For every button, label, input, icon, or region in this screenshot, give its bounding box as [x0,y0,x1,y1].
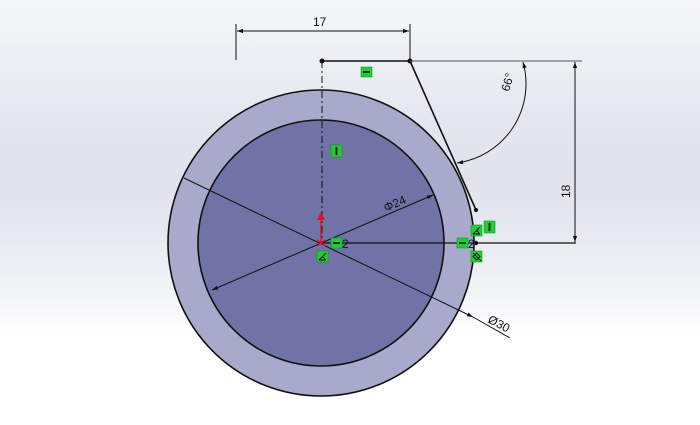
coincident-relation-icon[interactable] [316,250,329,263]
dim-17-label[interactable]: 17 [313,15,327,29]
origin-icon[interactable] [316,212,326,247]
dim-18-label[interactable]: 18 [559,184,573,198]
endpoint-tangent[interactable] [474,208,478,212]
slanted-line[interactable] [409,60,477,211]
outer-diameter-leader[interactable] [183,177,474,318]
angle-66-arc[interactable] [456,61,527,165]
tangent-relation-icon[interactable] [470,250,483,263]
center-relation-count: 2 [342,237,349,251]
right-coincident-relation-icon[interactable] [470,224,483,237]
vertical-relation-icon[interactable] [330,144,343,158]
endpoint-top-left[interactable] [319,58,325,64]
right-horizontal-relation-icon[interactable] [456,237,469,249]
endpoint-right[interactable] [473,240,479,246]
center-horizontal-relation-icon[interactable] [330,237,343,249]
outer-diameter-leader-tail [472,316,511,339]
angle-66-label[interactable]: 66° [498,71,517,92]
right-relation-count: 2 [468,237,475,251]
right-vertical-relation-icon[interactable] [483,220,496,234]
horizontal-relation-icon[interactable] [360,66,373,78]
